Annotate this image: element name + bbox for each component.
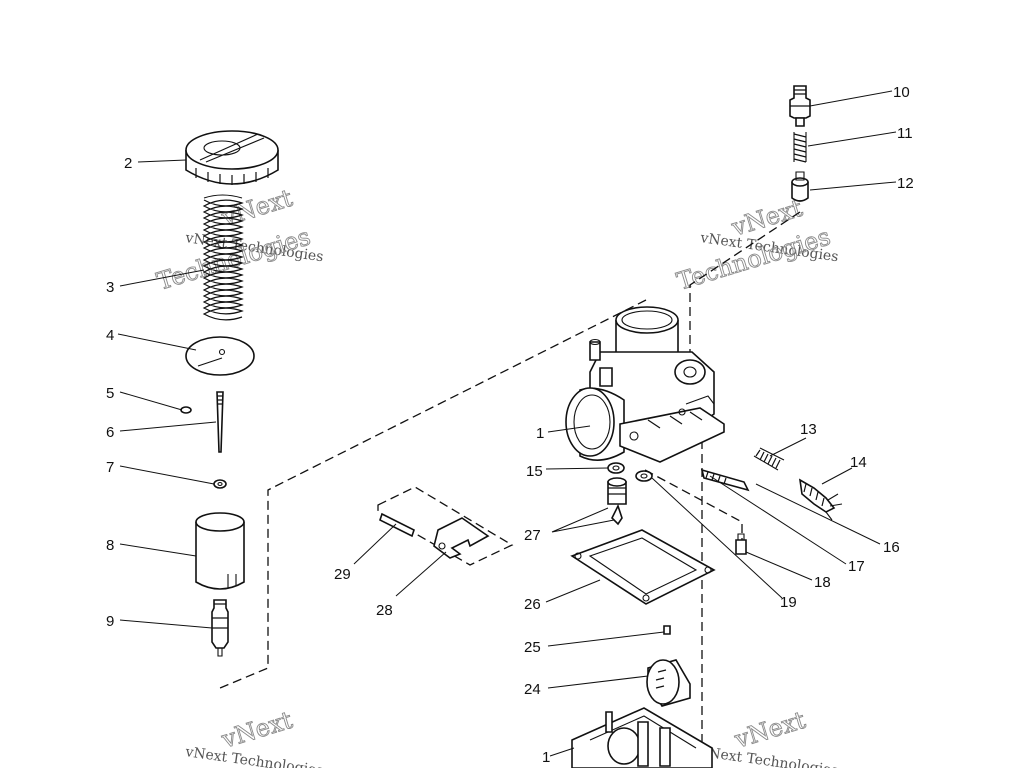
- watermark-top-right: vNext vNext Technologies Technologies: [673, 193, 839, 296]
- pin-part-29: [379, 512, 415, 538]
- carburetor-body-part-1: [565, 306, 725, 463]
- float-bowl-part-1: [571, 707, 713, 768]
- callout-2: 2: [124, 155, 132, 172]
- callout-5: 5: [106, 385, 114, 402]
- callout-19: 19: [780, 594, 797, 611]
- watermark-bottom-right: vNext vNext Technologies: [698, 705, 839, 768]
- callout-29: 29: [334, 566, 351, 583]
- callout-18: 18: [814, 574, 831, 591]
- clip-part-5: [180, 406, 192, 414]
- washer-part-7: [213, 479, 227, 489]
- callout-13: 13: [800, 421, 817, 438]
- callout-1-lower: 1: [542, 749, 550, 766]
- svg-text:vNext: vNext: [218, 706, 296, 754]
- float-part-24: [646, 659, 691, 707]
- callout-15: 15: [526, 463, 543, 480]
- callout-10: 10: [893, 84, 910, 101]
- callout-26: 26: [524, 596, 541, 613]
- cap-part-2: [185, 130, 279, 185]
- callout-11: 11: [897, 125, 913, 142]
- callout-27: 27: [524, 527, 541, 544]
- assembly-dashed-line-link: [377, 486, 514, 566]
- adjuster-screw-part-10: [789, 85, 811, 127]
- callout-12: 12: [897, 175, 914, 192]
- assembly-dashed-line-side: [644, 469, 743, 545]
- callout-7: 7: [106, 459, 114, 476]
- assembly-dashed-line-top: [689, 211, 801, 365]
- callout-6: 6: [106, 424, 114, 441]
- watermark-bottom-left: vNext vNext Technologies: [183, 705, 324, 768]
- callout-4: 4: [106, 327, 114, 344]
- svg-text:vNext: vNext: [731, 706, 809, 754]
- valve-part-27: [607, 477, 627, 526]
- callout-3: 3: [106, 279, 114, 296]
- spring-part-13: [753, 447, 785, 471]
- screw-part-14: [798, 478, 843, 521]
- callout-24: 24: [524, 681, 541, 698]
- callout-9: 9: [106, 613, 114, 630]
- callout-8: 8: [106, 537, 114, 554]
- needle-jet-part-9: [211, 599, 229, 657]
- spring-coils: [202, 199, 244, 321]
- callout-28: 28: [376, 602, 393, 619]
- washer-part-15: [607, 462, 625, 474]
- assembly-dashed-line-left: [219, 299, 647, 689]
- jet-part-18: [735, 533, 747, 555]
- screw-part-16: [700, 468, 750, 492]
- svg-text:vNext Technologies: vNext Technologies: [698, 744, 839, 768]
- washer-part-19: [635, 470, 653, 482]
- callout-16: 16: [883, 539, 900, 556]
- lever-part-28: [433, 517, 490, 559]
- needle-part-6: [216, 391, 224, 453]
- adjuster-spring-part-11: [793, 132, 807, 163]
- svg-text:vNext Technologies: vNext Technologies: [183, 744, 324, 768]
- slide-part-8: [195, 512, 245, 590]
- plate-part-4: [185, 336, 255, 376]
- adjuster-cap-part-12: [791, 171, 809, 202]
- callout-17: 17: [848, 558, 865, 575]
- callout-25: 25: [524, 639, 541, 656]
- ball-part-25: [663, 625, 671, 635]
- gasket-part-26: [570, 529, 716, 605]
- spring-part-3: [202, 194, 244, 321]
- leader-lines: [117, 90, 897, 757]
- callout-14: 14: [850, 454, 867, 471]
- callout-1-upper: 1: [536, 425, 544, 442]
